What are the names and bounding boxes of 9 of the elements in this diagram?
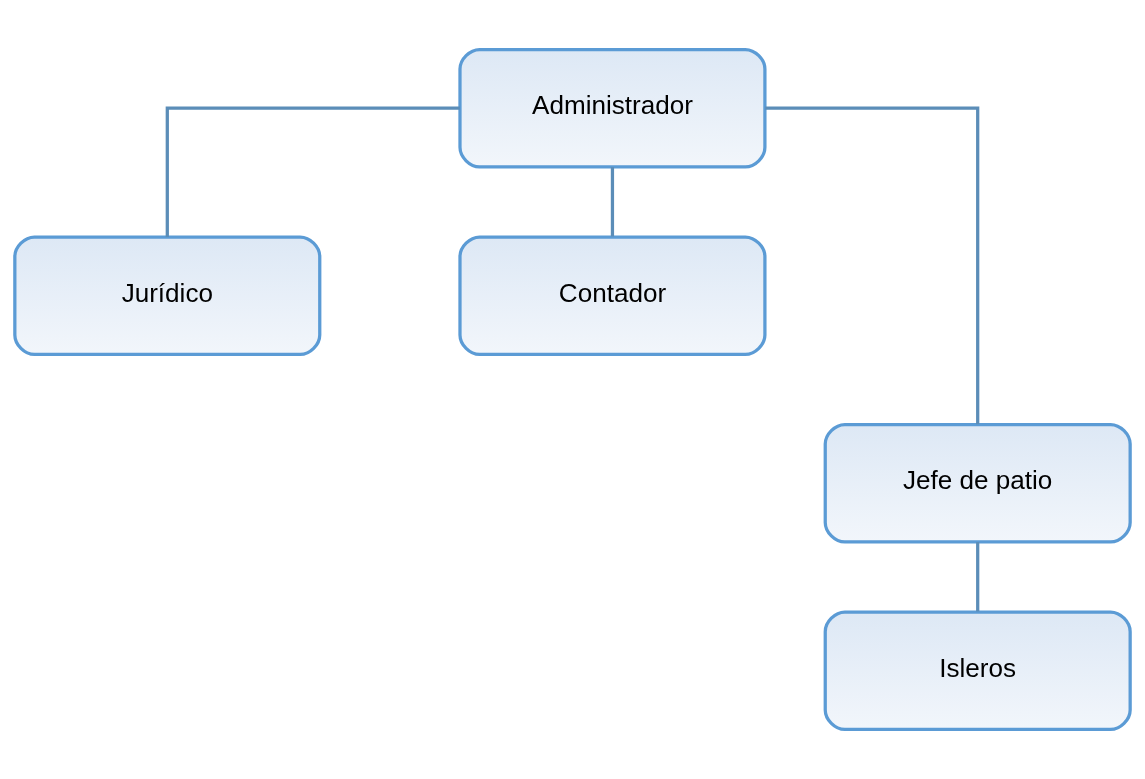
node-box: Administrador: [458, 47, 767, 169]
node-box: Isleros: [823, 610, 1132, 732]
connector: [165, 106, 460, 237]
node-box: Contador: [458, 235, 767, 357]
node-box: Jurídico: [13, 235, 322, 357]
connector: [765, 106, 980, 425]
connector: [976, 542, 980, 612]
node-box: Jefe de patio: [823, 422, 1132, 544]
connector: [610, 167, 615, 237]
